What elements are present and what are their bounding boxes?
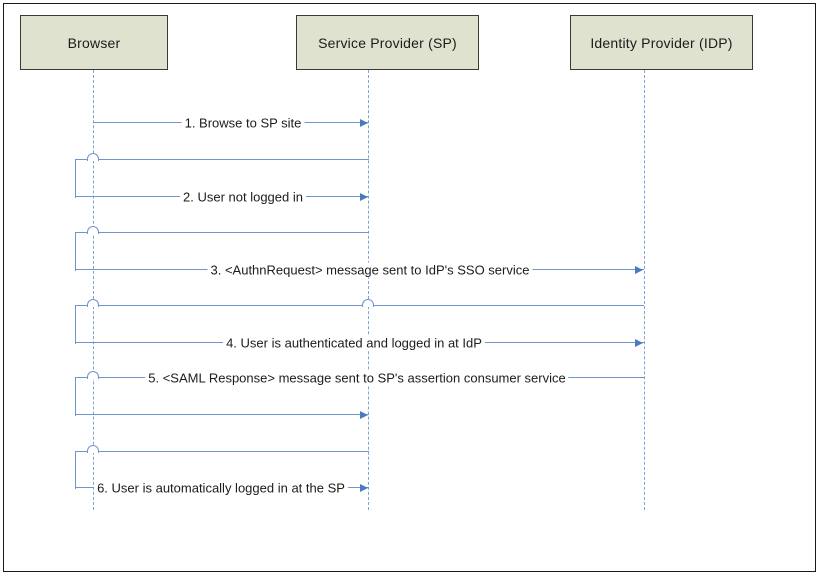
actor-label-service-provider: Service Provider (SP)	[318, 34, 457, 51]
message-5-arrowhead-icon	[360, 411, 368, 419]
actor-box-browser: Browser	[20, 15, 168, 70]
message-2-return-line	[75, 159, 369, 160]
message-4-line-jump-browser	[87, 299, 99, 307]
message-3-return-line	[75, 232, 369, 233]
message-2-label: 2. User not logged in	[180, 189, 306, 205]
lifeline-service-provider	[368, 70, 369, 510]
lifeline-browser	[93, 70, 94, 510]
message-1-label: 1. Browse to SP site	[181, 115, 305, 131]
message-3-label: 3. <AuthnRequest> message sent to IdP's …	[207, 262, 533, 278]
message-4-return-line	[75, 305, 644, 306]
actor-box-identity-provider: Identity Provider (IDP)	[570, 15, 753, 70]
message-2-line-jump	[87, 153, 99, 161]
message-2-route-vertical	[75, 159, 76, 198]
message-6-line-jump	[87, 445, 99, 453]
actor-box-service-provider: Service Provider (SP)	[296, 15, 479, 70]
message-6-arrowhead-icon	[360, 484, 368, 492]
message-3-route-vertical	[75, 232, 76, 271]
message-5-line	[75, 414, 369, 415]
actor-label-identity-provider: Identity Provider (IDP)	[590, 34, 733, 51]
message-1-arrowhead-icon	[360, 119, 368, 127]
actor-label-browser: Browser	[67, 34, 121, 51]
message-5-line-jump	[87, 371, 99, 379]
message-6-label: 6. User is automatically logged in at th…	[94, 480, 348, 496]
message-2-arrowhead-icon	[360, 193, 368, 201]
lifeline-identity-provider	[644, 70, 645, 510]
message-3-line-jump	[87, 226, 99, 234]
diagram-border	[3, 3, 816, 572]
message-5-label: 5. <SAML Response> message sent to SP's …	[145, 370, 569, 386]
message-4-line-jump-sp	[362, 299, 374, 307]
message-5-route-vertical	[75, 377, 76, 416]
message-4-route-vertical	[75, 305, 76, 344]
message-4-arrowhead-icon	[635, 339, 643, 347]
message-6-return-line	[75, 451, 369, 452]
message-4-label: 4. User is authenticated and logged in a…	[223, 335, 485, 351]
message-6-route-vertical	[75, 451, 76, 489]
message-3-arrowhead-icon	[635, 266, 643, 274]
